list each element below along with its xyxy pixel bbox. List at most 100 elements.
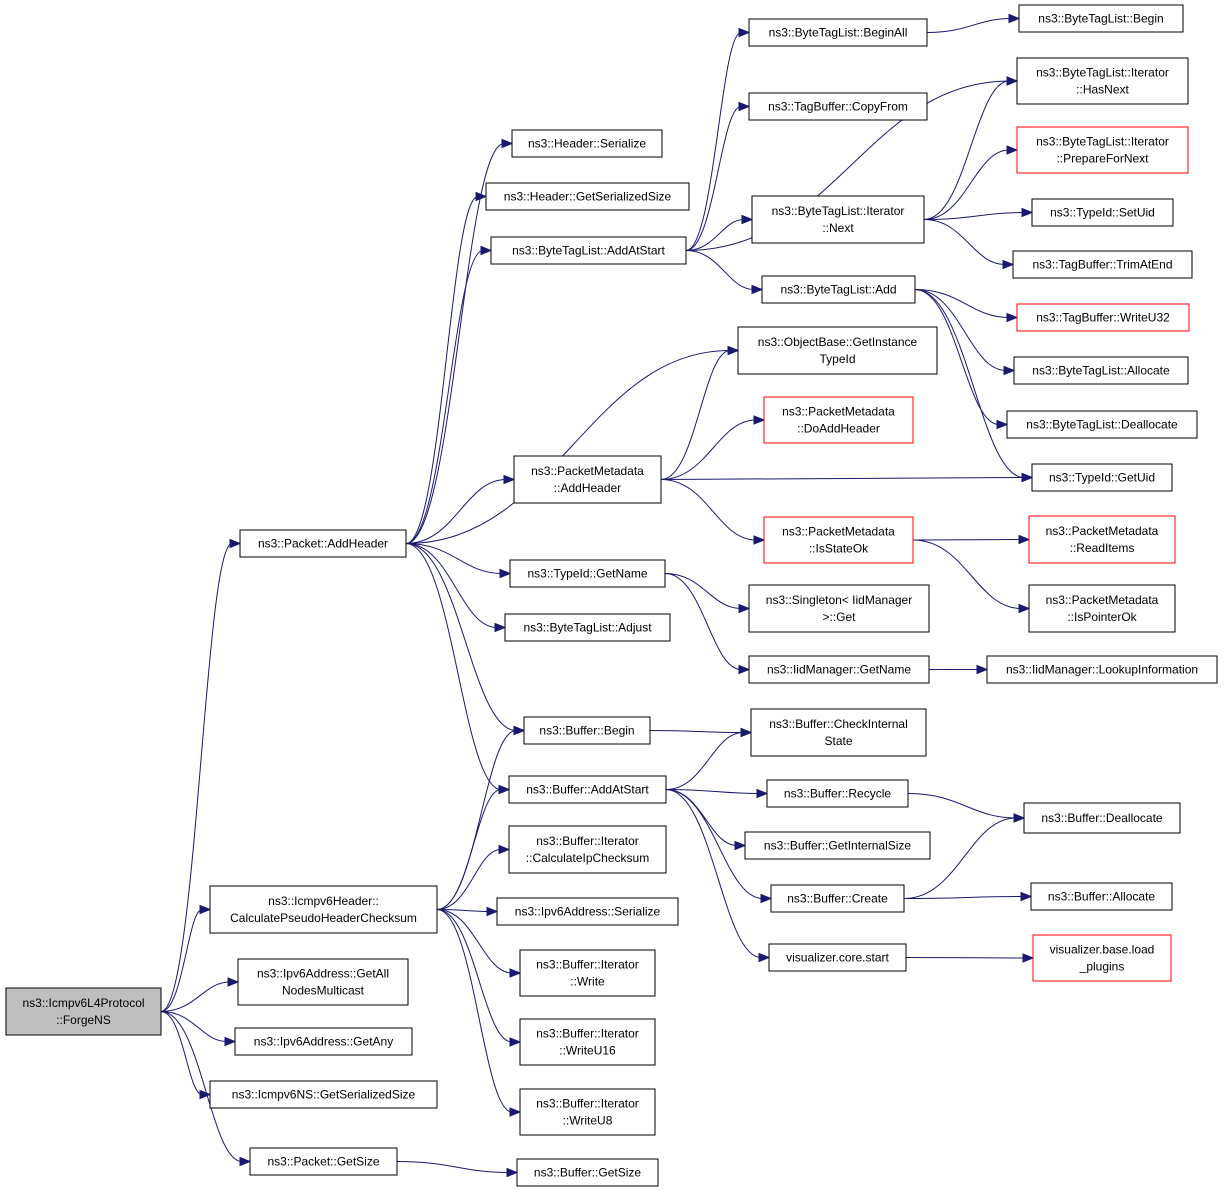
node-bufGetInt[interactable]: ns3::Buffer::GetInternalSize: [744, 831, 931, 860]
arrowhead-icon: [1018, 534, 1031, 545]
node-box: [1018, 4, 1184, 33]
node-tbCopyFrom[interactable]: ns3::TagBuffer::CopyFrom: [748, 92, 928, 121]
node-btlItHasNext[interactable]: ns3::ByteTagList::Iterator::HasNext: [1016, 57, 1189, 105]
node-box: [519, 1088, 656, 1136]
node-vizLoad[interactable]: visualizer.base.load_plugins: [1032, 934, 1172, 982]
node-pmIsPtrOk[interactable]: ns3::PacketMetadata::IsPointerOk: [1028, 584, 1176, 633]
node-ipv6Ser[interactable]: ns3::Ipv6Address::Serialize: [496, 897, 679, 926]
node-bufBegin[interactable]: ns3::Buffer::Begin: [523, 716, 651, 745]
node-label: TypeId: [819, 352, 855, 366]
node-bufAllocate[interactable]: ns3::Buffer::Allocate: [1030, 882, 1173, 911]
node-itWrite[interactable]: ns3::Buffer::Iterator::Write: [519, 949, 656, 997]
node-box: [766, 779, 909, 808]
node-label: ns3::Ipv6Address::GetAll: [257, 967, 389, 981]
node-bufRecycle[interactable]: ns3::Buffer::Recycle: [766, 779, 909, 808]
node-btlBeginAll[interactable]: ns3::ByteTagList::BeginAll: [748, 18, 928, 47]
node-bufDealloc[interactable]: ns3::Buffer::Deallocate: [1023, 802, 1181, 834]
node-hdrSerialize[interactable]: ns3::Header::Serialize: [511, 129, 663, 158]
node-addHeader[interactable]: ns3::Packet::AddHeader: [239, 529, 407, 558]
node-label: ns3::Icmpv6Header::: [268, 894, 379, 908]
node-label: ns3::ByteTagList::Add: [780, 283, 896, 297]
node-label: ns3::IidManager::LookupInformation: [1006, 663, 1198, 677]
node-vizStart[interactable]: visualizer.core.start: [768, 943, 907, 972]
arrowhead-icon: [1003, 365, 1016, 376]
node-btlAdjust[interactable]: ns3::ByteTagList::Adjust: [504, 613, 671, 642]
node-itWriteU8[interactable]: ns3::Buffer::Iterator::WriteU8: [519, 1088, 656, 1136]
node-label: ns3::ByteTagList::Iterator: [1036, 135, 1169, 149]
node-bufCreate[interactable]: ns3::Buffer::Create: [770, 884, 905, 913]
node-label: ns3::Buffer::Allocate: [1048, 890, 1156, 904]
node-pmDoAdd[interactable]: ns3::PacketMetadata::DoAddHeader: [763, 396, 914, 444]
node-label: ns3::ByteTagList::Allocate: [1032, 364, 1170, 378]
node-btlDealloc[interactable]: ns3::ByteTagList::Deallocate: [1006, 410, 1198, 439]
node-pmAddHeader[interactable]: ns3::PacketMetadata::AddHeader: [513, 455, 662, 504]
node-box: [237, 958, 409, 1006]
edge-btlAddAtStart-to-btlBeginAll: [685, 32, 742, 251]
node-box: [748, 655, 930, 684]
node-label: ::WriteU8: [563, 1114, 613, 1128]
arrowhead-icon: [760, 893, 773, 904]
node-tidGetName[interactable]: ns3::TypeId::GetName: [509, 559, 666, 588]
node-btlItNext[interactable]: ns3::ByteTagList::Iterator::Next: [751, 195, 925, 244]
node-pmReadItems[interactable]: ns3::PacketMetadata::ReadItems: [1028, 515, 1176, 564]
edge-btlItNext-to-btlItHasNext: [923, 80, 1010, 220]
node-box: [504, 613, 671, 642]
node-box: [1016, 126, 1189, 174]
node-btlAdd[interactable]: ns3::ByteTagList::Add: [761, 275, 916, 304]
arrowhead-icon: [738, 603, 751, 614]
node-nsSerSize[interactable]: ns3::Icmpv6NS::GetSerializedSize: [209, 1080, 438, 1109]
arrowhead-icon: [738, 27, 751, 38]
node-pktSize[interactable]: ns3::Packet::GetSize: [249, 1147, 398, 1176]
node-calcIpChk[interactable]: ns3::Buffer::Iterator::CalculateIpChecks…: [508, 825, 667, 874]
node-label: ns3::ObjectBase::GetInstance: [758, 335, 918, 349]
node-tbTrim[interactable]: ns3::TagBuffer::TrimAtEnd: [1012, 250, 1193, 279]
node-box: [1028, 515, 1176, 564]
edge-bufAddAtStart-to-bufRecycle: [665, 789, 760, 794]
arrowhead-icon: [509, 968, 522, 978]
node-bufAddAtStart[interactable]: ns3::Buffer::AddAtStart: [508, 775, 667, 804]
node-pmIsStateOk[interactable]: ns3::PacketMetadata::IsStateOk: [763, 516, 914, 564]
node-label: CalculatePseudoHeaderChecksum: [230, 911, 417, 925]
node-iidGetName[interactable]: ns3::IidManager::GetName: [748, 655, 930, 684]
node-label: ns3::ByteTagList::AddAtStart: [512, 244, 665, 258]
node-box: [750, 708, 927, 757]
node-box: [1006, 410, 1198, 439]
arrowhead-icon: [1021, 472, 1034, 483]
edge-btlAdd-to-tbWriteU32: [914, 289, 1010, 318]
arrowhead-icon: [224, 1036, 237, 1047]
node-box: [1031, 463, 1173, 492]
node-label: ns3::Header::GetSerializedSize: [504, 190, 672, 204]
node-label: ns3::IidManager::GetName: [767, 663, 911, 677]
node-box: [234, 1027, 413, 1056]
edge-btlItNext-to-tidSetUid: [923, 212, 1025, 220]
node-label: ::WriteU16: [559, 1044, 616, 1058]
node-box: [1031, 198, 1174, 227]
node-singletonGet[interactable]: ns3::Singleton< IidManager >::Get: [748, 584, 930, 633]
node-box: [249, 1147, 398, 1176]
node-label: ::Write: [570, 975, 605, 989]
node-btlBegin[interactable]: ns3::ByteTagList::Begin: [1018, 4, 1184, 33]
arrowhead-icon: [501, 138, 514, 149]
node-forge[interactable]: ns3::Icmpv6L4Protocol::ForgeNS: [5, 987, 162, 1036]
node-calcPseudo[interactable]: ns3::Icmpv6Header::CalculatePseudoHeader…: [209, 885, 438, 934]
edge-forge-to-nsSerSize: [160, 1011, 203, 1095]
node-btlAllocate[interactable]: ns3::ByteTagList::Allocate: [1013, 356, 1189, 385]
node-iidLookup[interactable]: ns3::IidManager::LookupInformation: [986, 655, 1218, 684]
node-box: [1012, 250, 1193, 279]
node-tidGetUid[interactable]: ns3::TypeId::GetUid: [1031, 463, 1173, 492]
node-tidSetUid[interactable]: ns3::TypeId::SetUid: [1031, 198, 1174, 227]
node-btlAddAtStart[interactable]: ns3::ByteTagList::AddAtStart: [490, 236, 687, 265]
node-label: _plugins: [1079, 960, 1125, 974]
node-label: ns3::Buffer::Iterator: [536, 1027, 639, 1041]
node-getAny[interactable]: ns3::Ipv6Address::GetAny: [234, 1027, 413, 1056]
node-itWriteU16[interactable]: ns3::Buffer::Iterator::WriteU16: [519, 1018, 656, 1066]
node-tbWriteU32[interactable]: ns3::TagBuffer::WriteU32: [1016, 303, 1190, 332]
node-hdrSerSize[interactable]: ns3::Header::GetSerializedSize: [485, 182, 690, 211]
node-btlItPrep[interactable]: ns3::ByteTagList::Iterator::PrepareForNe…: [1016, 126, 1189, 174]
node-label: ns3::Buffer::AddAtStart: [526, 783, 649, 797]
edge-calcPseudo-to-calcIpChk: [436, 849, 502, 910]
node-bufGetSize[interactable]: ns3::Buffer::GetSize: [516, 1158, 659, 1187]
